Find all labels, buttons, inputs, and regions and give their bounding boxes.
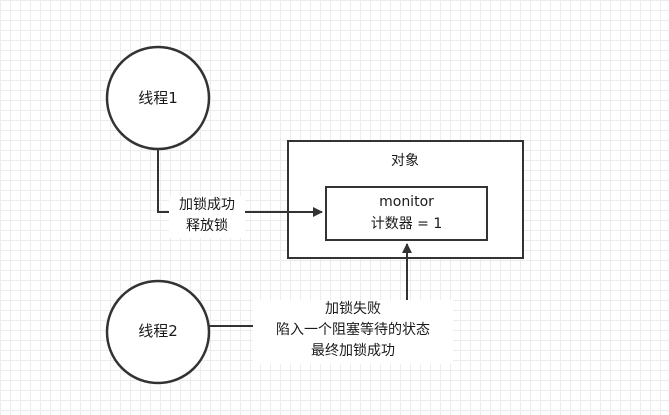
edge1-label-line1: 加锁成功 bbox=[179, 197, 235, 213]
object-title: 对象 bbox=[391, 153, 419, 169]
monitor-label-line1: monitor bbox=[379, 194, 434, 210]
edge1-label-bg bbox=[169, 196, 245, 238]
monitor-label-line2: 计数器 = 1 bbox=[370, 216, 443, 232]
edge2-label-bg bbox=[253, 300, 453, 364]
thread2-node bbox=[105, 279, 211, 385]
edge2-label-line2: 陷入一个阻塞等待的状态 bbox=[276, 322, 430, 338]
thread1-label: 线程1 bbox=[138, 89, 178, 107]
edge2-label-line1: 加锁失败 bbox=[325, 301, 381, 317]
edge1-label-line2: 释放锁 bbox=[186, 218, 228, 234]
edge2-label-line3: 最终加锁成功 bbox=[311, 343, 395, 359]
thread2-label: 线程2 bbox=[138, 322, 178, 340]
monitor-box bbox=[325, 186, 488, 241]
edge-thread1-to-monitor bbox=[157, 149, 323, 217]
